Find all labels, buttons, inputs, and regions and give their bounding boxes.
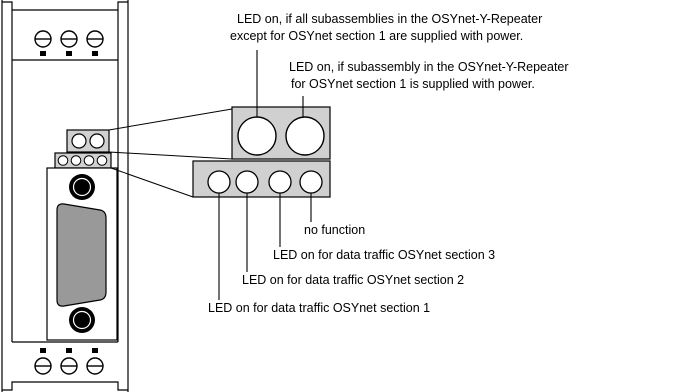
top-terminal-screws (34, 30, 104, 48)
bottom-terminal-slots (40, 348, 98, 353)
terminal-screw-icon (86, 357, 104, 375)
terminal-screw-icon (60, 30, 78, 48)
traffic-s3-label: LED on for data traffic OSYnet section 3 (273, 248, 495, 262)
terminal-screw-icon (34, 30, 52, 48)
traffic-led-section3-icon (268, 170, 292, 194)
led-icon (70, 155, 82, 166)
mounting-screw-icon (69, 307, 95, 333)
power-s1-label-line2: for OSYnet section 1 is supplied with po… (291, 77, 535, 91)
mounting-screw-icon (69, 174, 95, 200)
power-s1-label-line1: LED on, if subassembly in the OSYnet-Y-R… (289, 60, 569, 74)
no-function-led-icon (299, 170, 323, 194)
terminal-screw-icon (86, 30, 104, 48)
terminal-screw-icon (60, 357, 78, 375)
module-traffic-led-panel (54, 152, 112, 169)
power-led-section1-icon (285, 116, 325, 156)
led-icon (96, 155, 108, 166)
led-icon (89, 133, 105, 149)
traffic-led-section2-icon (235, 170, 259, 194)
connector-shell (56, 203, 107, 307)
top-terminal-slots (40, 51, 98, 56)
no-function-label: no function (304, 223, 365, 237)
power-all-label-line1: LED on, if all subassemblies in the OSYn… (237, 12, 542, 26)
power-all-label-line2: except for OSYnet section 1 are supplied… (230, 29, 523, 43)
terminal-screw-icon (34, 357, 52, 375)
traffic-s2-label: LED on for data traffic OSYnet section 2 (242, 273, 464, 287)
bottom-terminal-screws (34, 357, 104, 375)
magnification-lines (108, 108, 233, 198)
module-housing (1, 0, 129, 392)
led-icon (57, 155, 69, 166)
callout-leaders (218, 50, 312, 300)
enlarged-power-led-panel (231, 106, 331, 160)
led-icon (71, 133, 87, 149)
enlarged-traffic-led-panel (192, 160, 331, 198)
traffic-led-section1-icon (207, 170, 231, 194)
sub-d-connector (46, 167, 118, 341)
power-led-all-icon (237, 116, 277, 156)
traffic-s1-label: LED on for data traffic OSYnet section 1 (208, 301, 430, 315)
led-icon (83, 155, 95, 166)
module-power-led-panel (66, 129, 110, 153)
